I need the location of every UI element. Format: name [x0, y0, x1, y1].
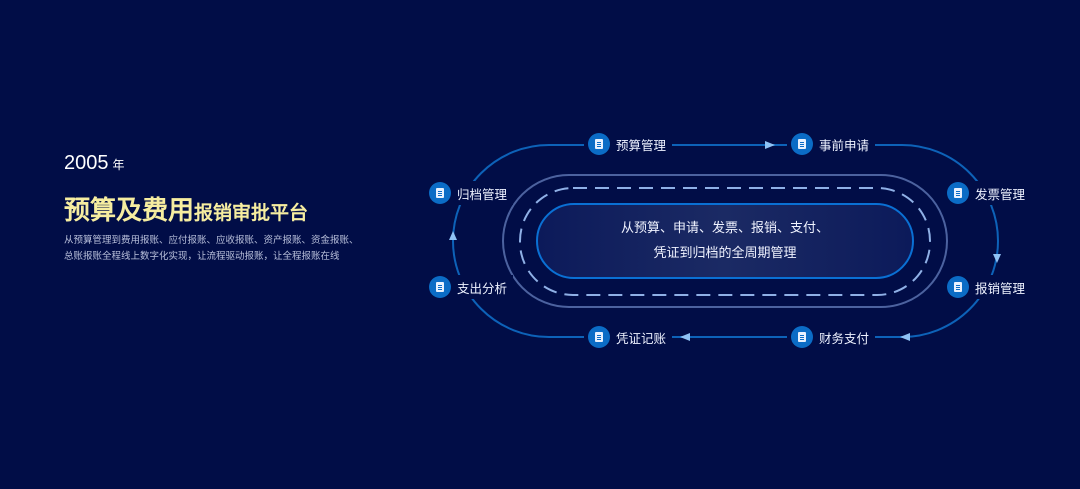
title-sub: 报销审批平台 [194, 202, 309, 224]
title-main: 预算及费用 [64, 196, 195, 226]
document-icon [588, 133, 610, 155]
document-icon [947, 276, 969, 298]
arrow-down-icon [993, 254, 1001, 263]
node-budget[interactable]: 预算管理 [584, 132, 673, 156]
description: 从预算管理到费用报账、应付报账、应收报账、资产报账、资金报账、总账报账全程线上数… [64, 235, 359, 262]
arrow-right-icon [765, 141, 775, 149]
document-icon [429, 276, 451, 298]
document-icon [791, 133, 813, 155]
node-voucher[interactable]: 凭证记账 [584, 325, 673, 349]
node-label: 报销管理 [975, 280, 1026, 296]
outer-track [452, 144, 999, 338]
year-number: 2005 [64, 152, 109, 174]
node-label: 归档管理 [457, 186, 508, 202]
node-label: 凭证记账 [616, 330, 667, 346]
arrow-left-icon [900, 333, 910, 341]
center-line-1: 从预算、申请、发票、报销、支付、 [620, 221, 829, 236]
node-pre-application[interactable]: 事前申请 [787, 132, 876, 156]
dashed-ring [519, 187, 931, 296]
node-reimbursement[interactable]: 报销管理 [943, 275, 1032, 299]
node-payment[interactable]: 财务支付 [787, 325, 876, 349]
node-invoice[interactable]: 发票管理 [943, 181, 1032, 205]
arrow-left-icon [680, 333, 690, 341]
page-title: 预算及费用报销审批平台 [64, 190, 308, 227]
document-icon [947, 182, 969, 204]
document-icon [791, 326, 813, 348]
arrow-up-icon [449, 231, 457, 240]
center-line-2: 凭证到归档的全周期管理 [653, 246, 797, 261]
center-pill [536, 203, 914, 279]
node-label: 发票管理 [975, 186, 1026, 202]
year-unit: 年 [112, 158, 125, 172]
node-archive[interactable]: 归档管理 [425, 181, 514, 205]
middle-ring [502, 174, 948, 308]
node-expense-analysis[interactable]: 支出分析 [425, 275, 514, 299]
node-label: 财务支付 [819, 330, 870, 346]
node-label: 事前申请 [819, 137, 870, 153]
node-label: 支出分析 [457, 280, 508, 296]
node-label: 预算管理 [616, 137, 667, 153]
document-icon [588, 326, 610, 348]
document-icon [429, 182, 451, 204]
center-summary: 从预算、申请、发票、报销、支付、 凭证到归档的全周期管理 [537, 204, 913, 278]
